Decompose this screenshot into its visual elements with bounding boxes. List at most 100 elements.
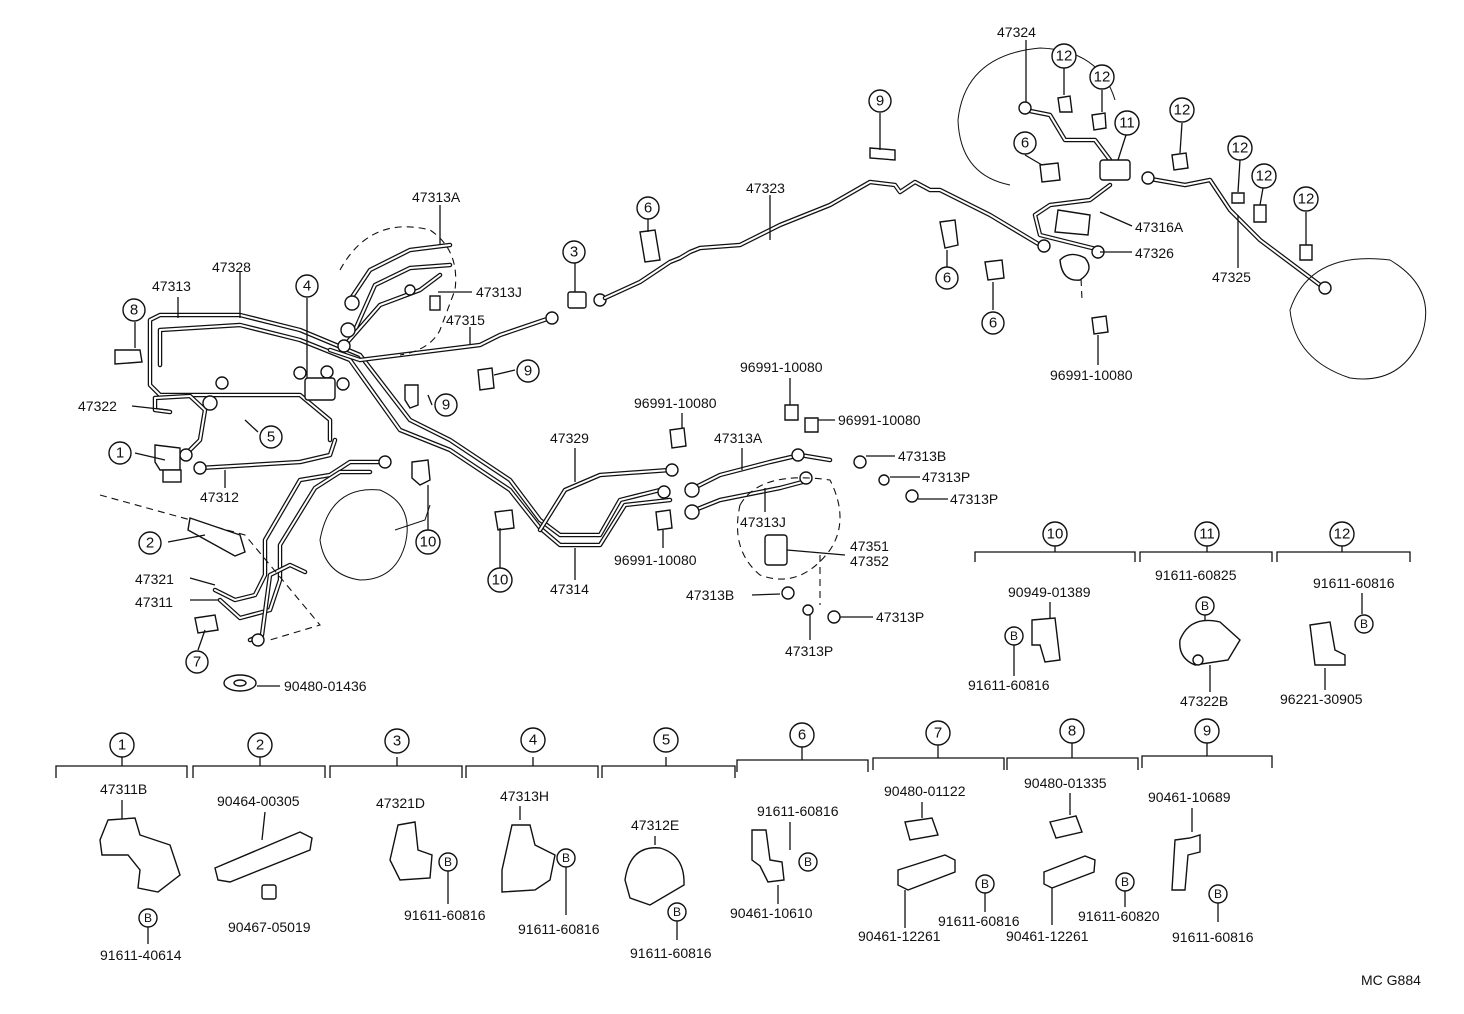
detail-group-7: 7 90480-01122 B 91611-60816 90461-12261 xyxy=(858,720,1020,944)
leader-lines xyxy=(131,40,1307,687)
svg-text:10: 10 xyxy=(1047,526,1064,543)
g4-part-47313H: 47313H xyxy=(500,788,549,804)
callout-6a: 6 xyxy=(636,196,660,220)
g8-part-90480: 90480-01335 xyxy=(1024,775,1107,791)
svg-text:9: 9 xyxy=(876,93,884,110)
svg-text:5: 5 xyxy=(662,732,670,749)
svg-text:7: 7 xyxy=(193,654,201,671)
svg-text:B: B xyxy=(562,851,570,865)
svg-text:2: 2 xyxy=(256,737,264,754)
callout-8: 8 xyxy=(122,298,146,322)
svg-text:B: B xyxy=(144,911,152,925)
label-47326: 47326 xyxy=(1135,245,1174,261)
front-brake-lines xyxy=(99,226,679,692)
svg-text:6: 6 xyxy=(989,315,997,332)
g1-part-91611: 91611-40614 xyxy=(100,947,182,963)
svg-text:2: 2 xyxy=(146,535,154,552)
detail-group-12: 12 91611-60816 B 96221-30905 xyxy=(1276,521,1411,707)
g2-part-90464: 90464-00305 xyxy=(217,793,300,809)
svg-text:6: 6 xyxy=(798,727,806,744)
label-47313: 47313 xyxy=(152,278,191,294)
svg-text:B: B xyxy=(673,905,681,919)
g7-part-91611: 91611-60816 xyxy=(938,913,1020,929)
label-47313P-b: 47313P xyxy=(950,491,998,507)
callout-1: 1 xyxy=(108,441,132,465)
g7-part-90480: 90480-01122 xyxy=(884,783,966,799)
g1-part-47311B: 47311B xyxy=(100,781,147,797)
detail-group-6: 6 91611-60816 B 90461-10610 xyxy=(730,722,869,921)
callout-10a: 10 xyxy=(415,529,441,555)
g11-part-91611: 91611-60825 xyxy=(1155,567,1237,583)
svg-text:8: 8 xyxy=(1068,723,1076,740)
svg-text:B: B xyxy=(1214,887,1222,901)
svg-text:9: 9 xyxy=(442,397,450,414)
svg-text:6: 6 xyxy=(1021,135,1029,152)
g5-part-47312E: 47312E xyxy=(631,817,679,833)
label-47313A-mid: 47313A xyxy=(714,430,763,446)
label-47325: 47325 xyxy=(1212,269,1251,285)
label-47313B-b: 47313B xyxy=(686,587,734,603)
g11-part-47322B: 47322B xyxy=(1180,693,1228,709)
svg-text:9: 9 xyxy=(1203,723,1211,740)
label-96991-b: 96991-10080 xyxy=(838,412,921,428)
label-90480-01436: 90480-01436 xyxy=(284,678,367,694)
g12-part-91611: 91611-60816 xyxy=(1313,575,1395,591)
svg-text:12: 12 xyxy=(1232,140,1249,157)
g12-part-96221: 96221-30905 xyxy=(1280,691,1363,707)
label-47311: 47311 xyxy=(135,594,173,610)
label-47321: 47321 xyxy=(135,571,174,587)
callout-2: 2 xyxy=(138,531,162,555)
svg-text:B: B xyxy=(444,855,452,869)
diagram-code: MC G884 xyxy=(1361,972,1421,988)
label-47324: 47324 xyxy=(997,24,1036,40)
detail-group-8: 8 90480-01335 B 91611-60820 90461-12261 xyxy=(1006,718,1160,944)
g3-part-91611: 91611-60816 xyxy=(404,907,486,923)
callout-12e: 12 xyxy=(1251,163,1277,189)
label-47313B-a: 47313B xyxy=(898,448,946,464)
label-96991-d: 96991-10080 xyxy=(614,552,697,568)
label-47329: 47329 xyxy=(550,430,589,446)
g9-part-91611: 91611-60816 xyxy=(1172,929,1254,945)
svg-text:4: 4 xyxy=(303,278,311,295)
label-47313A-top: 47313A xyxy=(412,189,461,205)
callout-4: 4 xyxy=(295,274,319,298)
svg-text:11: 11 xyxy=(1199,526,1215,543)
callout-9c: 9 xyxy=(434,393,458,417)
svg-text:5: 5 xyxy=(267,429,275,446)
detail-group-10: 10 90949-01389 B 91611-60816 xyxy=(968,521,1136,693)
svg-text:6: 6 xyxy=(943,270,951,287)
label-47351: 47351 xyxy=(850,538,889,554)
callout-12b: 12 xyxy=(1089,64,1115,90)
g6-part-90461: 90461-10610 xyxy=(730,905,813,921)
svg-text:8: 8 xyxy=(130,302,138,319)
label-96991-a: 96991-10080 xyxy=(740,359,823,375)
svg-text:12: 12 xyxy=(1298,191,1315,208)
svg-text:12: 12 xyxy=(1334,526,1351,543)
detail-group-4: 4 47313H B 91611-60816 xyxy=(465,727,600,937)
callout-5: 5 xyxy=(259,425,283,449)
svg-text:6: 6 xyxy=(644,200,652,217)
svg-text:3: 3 xyxy=(393,733,401,750)
callout-6c: 6 xyxy=(981,311,1005,335)
g2-part-90467: 90467-05019 xyxy=(228,919,311,935)
svg-text:12: 12 xyxy=(1094,69,1111,86)
g10-part-91611: 91611-60816 xyxy=(968,677,1050,693)
g5-part-91611: 91611-60816 xyxy=(630,945,712,961)
g9-part-90461: 90461-10689 xyxy=(1148,789,1231,805)
label-96991-c: 96991-10080 xyxy=(634,395,717,411)
callout-11: 11 xyxy=(1114,110,1140,136)
label-47315: 47315 xyxy=(446,312,485,328)
g4-part-91611: 91611-60816 xyxy=(518,921,600,937)
detail-group-3: 3 47321D B 91611-60816 xyxy=(329,728,486,923)
callout-7: 7 xyxy=(185,650,209,674)
detail-group-5: 5 47312E B 91611-60816 xyxy=(601,727,736,961)
callout-12c: 12 xyxy=(1169,97,1195,123)
callouts: 1 2 3 4 5 6 6 6 6 7 8 9 9 9 10 10 11 12 … xyxy=(108,43,1319,674)
g6-part-91611: 91611-60816 xyxy=(757,803,839,819)
label-47313P-c: 47313P xyxy=(876,609,924,625)
callout-6d: 6 xyxy=(1013,131,1037,155)
mid-brake-assembly xyxy=(655,404,919,624)
label-47313J-top: 47313J xyxy=(476,284,522,300)
svg-text:11: 11 xyxy=(1119,115,1135,132)
